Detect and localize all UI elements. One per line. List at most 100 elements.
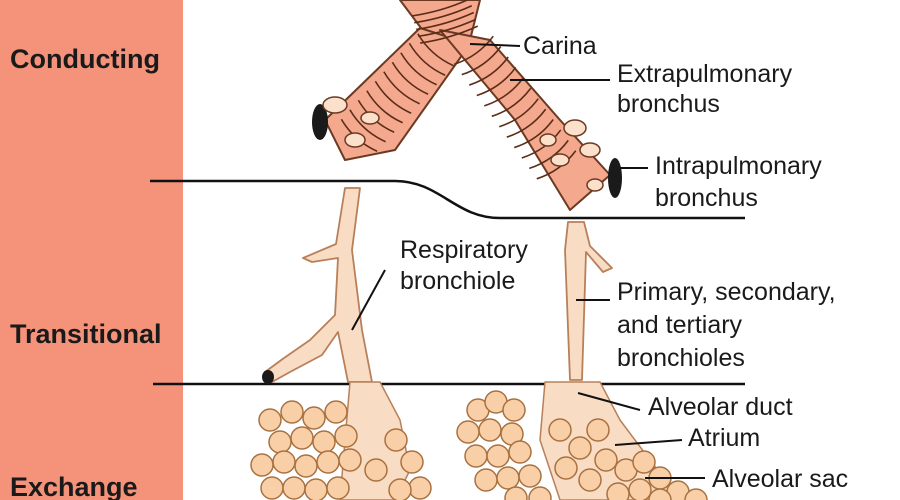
leader-alveolar-duct [577, 392, 641, 411]
alveolus [272, 450, 296, 474]
alveolus [258, 408, 282, 432]
primary-bronchiole-right [564, 221, 613, 381]
cartilage-plate [586, 178, 604, 192]
alveolus [324, 400, 348, 424]
alveolus [632, 450, 656, 474]
cartilage-rings [340, 0, 577, 180]
cartilage-ring [366, 90, 403, 124]
alveolar-clusters [250, 381, 708, 500]
cartilage-ring [349, 109, 386, 143]
alveolus [364, 458, 388, 482]
cartilage-ring [506, 108, 547, 138]
alveolus [250, 453, 274, 477]
cartilage-plate [322, 96, 348, 114]
label-bronchioles: Primary, secondary, and tertiary bronchi… [617, 278, 843, 372]
alveolus [518, 464, 542, 488]
cartilage-plate [563, 119, 587, 137]
cartilage-plates [322, 96, 604, 192]
cartilage-ring [514, 119, 554, 149]
cartilage-ring [420, 25, 479, 44]
alveolus [548, 418, 572, 442]
alveolus [606, 482, 630, 500]
zone-label-conducting: Conducting [10, 44, 160, 74]
alveolus [316, 450, 340, 474]
alveolus [586, 418, 610, 442]
cartilage-plate [539, 133, 557, 147]
alveolus [294, 454, 318, 478]
label-alveolar-duct: Alveolar duct [648, 393, 793, 421]
cartilage-ring [469, 56, 509, 86]
cartilage-plate [579, 142, 601, 158]
alveolus [554, 456, 578, 480]
alveolus [628, 478, 652, 500]
cartilage-ring [461, 46, 502, 76]
respiratory-bronchiole-left [264, 187, 373, 383]
bronchus-lumen-right [608, 158, 622, 198]
cartilage-plate [344, 132, 366, 148]
alveolus [568, 436, 592, 460]
alveolus [528, 486, 552, 500]
cartilage-ring [484, 77, 524, 107]
label-extrapulmonary-bronchus: Extrapulmonary bronchus [617, 60, 799, 118]
cartilage-ring [418, 18, 477, 38]
label-carina: Carina [523, 32, 597, 60]
alveolus [400, 450, 424, 474]
bronchiole-illustration [262, 187, 613, 384]
alveolus [384, 428, 408, 452]
alveolus [504, 486, 528, 500]
alveolus [594, 448, 618, 472]
alveolus [388, 478, 412, 500]
bronchial-tree-illustration [312, 0, 622, 211]
alveolus [502, 398, 526, 422]
alveolus [648, 488, 672, 500]
cartilage-ring [414, 5, 473, 24]
cartilage-ring [499, 98, 539, 128]
alveolus [334, 424, 358, 448]
alveolus [508, 440, 532, 464]
alveolus [684, 488, 708, 500]
cartilage-ring [408, 42, 446, 76]
alveolus [312, 430, 336, 454]
alveolus [290, 426, 314, 450]
cartilage-ring [416, 11, 475, 31]
alveolus [496, 466, 520, 490]
cartilage-ring [536, 150, 577, 180]
cartilage-plate [550, 153, 570, 167]
bronchus-lumen-left [312, 104, 328, 140]
cartilage-ring [521, 129, 562, 159]
alveolus [326, 476, 350, 500]
bronchiole-lumen [262, 370, 274, 384]
leader-respiratory [351, 269, 386, 331]
cartilage-ring [374, 80, 412, 114]
cartilage-plate [360, 111, 380, 125]
cartilage-ring [400, 52, 437, 86]
label-intrapulmonary-bronchus: Intrapulmonary bronchus [655, 152, 829, 212]
leader-atrium [614, 439, 683, 446]
cartilage-ring [383, 71, 420, 105]
alveolus [338, 448, 362, 472]
zone-sidebar [0, 0, 183, 500]
alveolus [260, 476, 284, 500]
label-atrium: Atrium [688, 424, 760, 452]
alveolus [282, 476, 306, 500]
alveolus [464, 444, 488, 468]
alveolus [486, 444, 510, 468]
cartilage-ring [417, 33, 454, 67]
label-alveolar-sac: Alveolar sac [712, 465, 848, 493]
alveolus [408, 476, 432, 500]
alveolus [578, 468, 602, 492]
cartilage-ring [412, 0, 470, 17]
alveolus [280, 400, 304, 424]
cartilage-ring [454, 35, 494, 65]
label-respiratory-bronchiole: Respiratory bronchiole [400, 236, 535, 295]
alveolus [302, 406, 326, 430]
zone-label-transitional: Transitional [10, 319, 162, 349]
alveolus [474, 468, 498, 492]
alveolus [268, 430, 292, 454]
leader-carina [469, 43, 521, 47]
cartilage-ring [476, 66, 517, 97]
zone-label-exchange: Exchange [10, 472, 138, 500]
alveolus [304, 478, 328, 500]
cartilage-ring [491, 87, 532, 118]
